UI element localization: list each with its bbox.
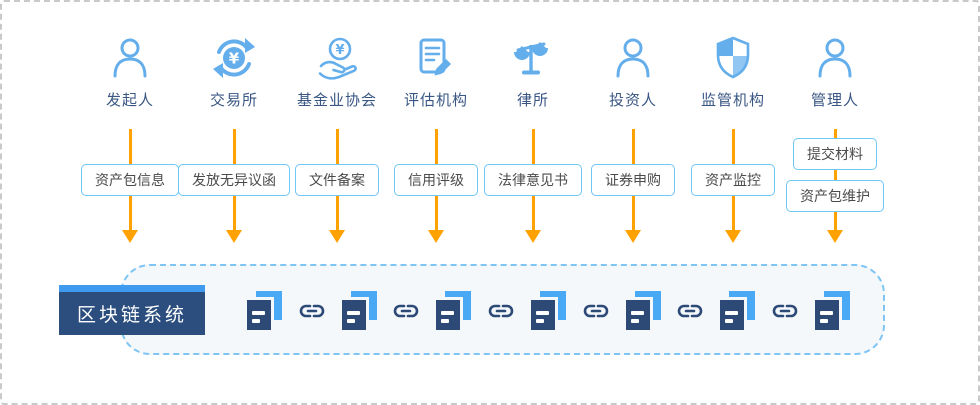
chain-link-icon bbox=[488, 304, 514, 317]
flow-arrow-head bbox=[827, 230, 843, 243]
chain-link-icon bbox=[772, 304, 798, 317]
flow-arrow-head bbox=[226, 230, 242, 243]
role-label: 基金业协会 bbox=[296, 92, 377, 109]
flow-arrow-head bbox=[725, 230, 741, 243]
role-label: 管理人 bbox=[810, 92, 859, 109]
block-front-page bbox=[720, 300, 745, 330]
scales-icon bbox=[467, 34, 599, 82]
block-front-page bbox=[625, 300, 650, 330]
person-icon bbox=[567, 34, 699, 82]
role-label: 律所 bbox=[516, 92, 549, 109]
flow-arrow-line bbox=[833, 129, 837, 230]
block-document-icon bbox=[625, 291, 661, 330]
flow-arrow-head bbox=[525, 230, 541, 243]
role-label: 发起人 bbox=[105, 92, 154, 109]
chain-link-icon bbox=[299, 304, 325, 317]
flow-arrow-head bbox=[428, 230, 444, 243]
flow-arrow-head bbox=[329, 230, 345, 243]
role-column: 监管机构 bbox=[667, 34, 799, 110]
action-box: 文件备案 bbox=[295, 164, 379, 196]
block-document-icon bbox=[530, 291, 566, 330]
action-box: 资产监控 bbox=[691, 164, 775, 196]
badge-label: 区块链系统 bbox=[59, 292, 205, 335]
action-box: 法律意见书 bbox=[484, 164, 582, 196]
role-column: 律所 bbox=[467, 34, 599, 110]
action-box: 信用评级 bbox=[394, 164, 478, 196]
badge-top-strip bbox=[59, 285, 205, 292]
block-front-page bbox=[530, 300, 555, 330]
role-label: 交易所 bbox=[209, 92, 258, 109]
svg-text:¥: ¥ bbox=[229, 50, 240, 68]
role-label: 投资人 bbox=[608, 92, 657, 109]
role-column: 投资人 bbox=[567, 34, 699, 110]
block-document-icon bbox=[341, 291, 377, 330]
action-box: 证券申购 bbox=[591, 164, 675, 196]
shield-icon bbox=[667, 34, 799, 82]
role-label: 评估机构 bbox=[403, 92, 468, 109]
blockchain-blocks-row bbox=[247, 291, 850, 330]
block-front-page bbox=[436, 300, 461, 330]
fund-hand-icon: ¥ bbox=[271, 34, 403, 82]
chain-link-icon bbox=[583, 304, 609, 317]
person-icon bbox=[64, 34, 196, 82]
svg-text:¥: ¥ bbox=[335, 43, 344, 58]
flow-arrow-head bbox=[625, 230, 641, 243]
action-box: 发放无异议函 bbox=[178, 164, 290, 196]
block-front-page bbox=[247, 300, 271, 330]
chain-link-icon bbox=[394, 304, 419, 317]
blockchain-system-badge: 区块链系统 bbox=[59, 285, 205, 335]
action-box: 资产包信息 bbox=[81, 164, 179, 196]
action-box: 提交材料 bbox=[793, 138, 877, 170]
block-document-icon bbox=[247, 291, 282, 330]
block-document-icon bbox=[436, 291, 472, 330]
role-column: ¥ 基金业协会 bbox=[271, 34, 403, 110]
action-box: 资产包维护 bbox=[786, 180, 884, 212]
chain-link-icon bbox=[678, 304, 703, 317]
block-front-page bbox=[341, 300, 366, 330]
role-column: 评估机构 bbox=[370, 34, 502, 110]
role-column: 管理人 bbox=[769, 34, 901, 110]
flow-arrow-head bbox=[122, 230, 138, 243]
block-document-icon bbox=[720, 291, 756, 330]
block-document-icon bbox=[814, 291, 850, 330]
exchange-icon: ¥ bbox=[168, 34, 300, 82]
person-icon bbox=[769, 34, 901, 82]
document-pencil-icon bbox=[370, 34, 502, 82]
role-column: 发起人 bbox=[64, 34, 196, 110]
role-column: ¥ 交易所 bbox=[168, 34, 300, 110]
block-front-page bbox=[814, 300, 839, 330]
role-label: 监管机构 bbox=[700, 92, 765, 109]
